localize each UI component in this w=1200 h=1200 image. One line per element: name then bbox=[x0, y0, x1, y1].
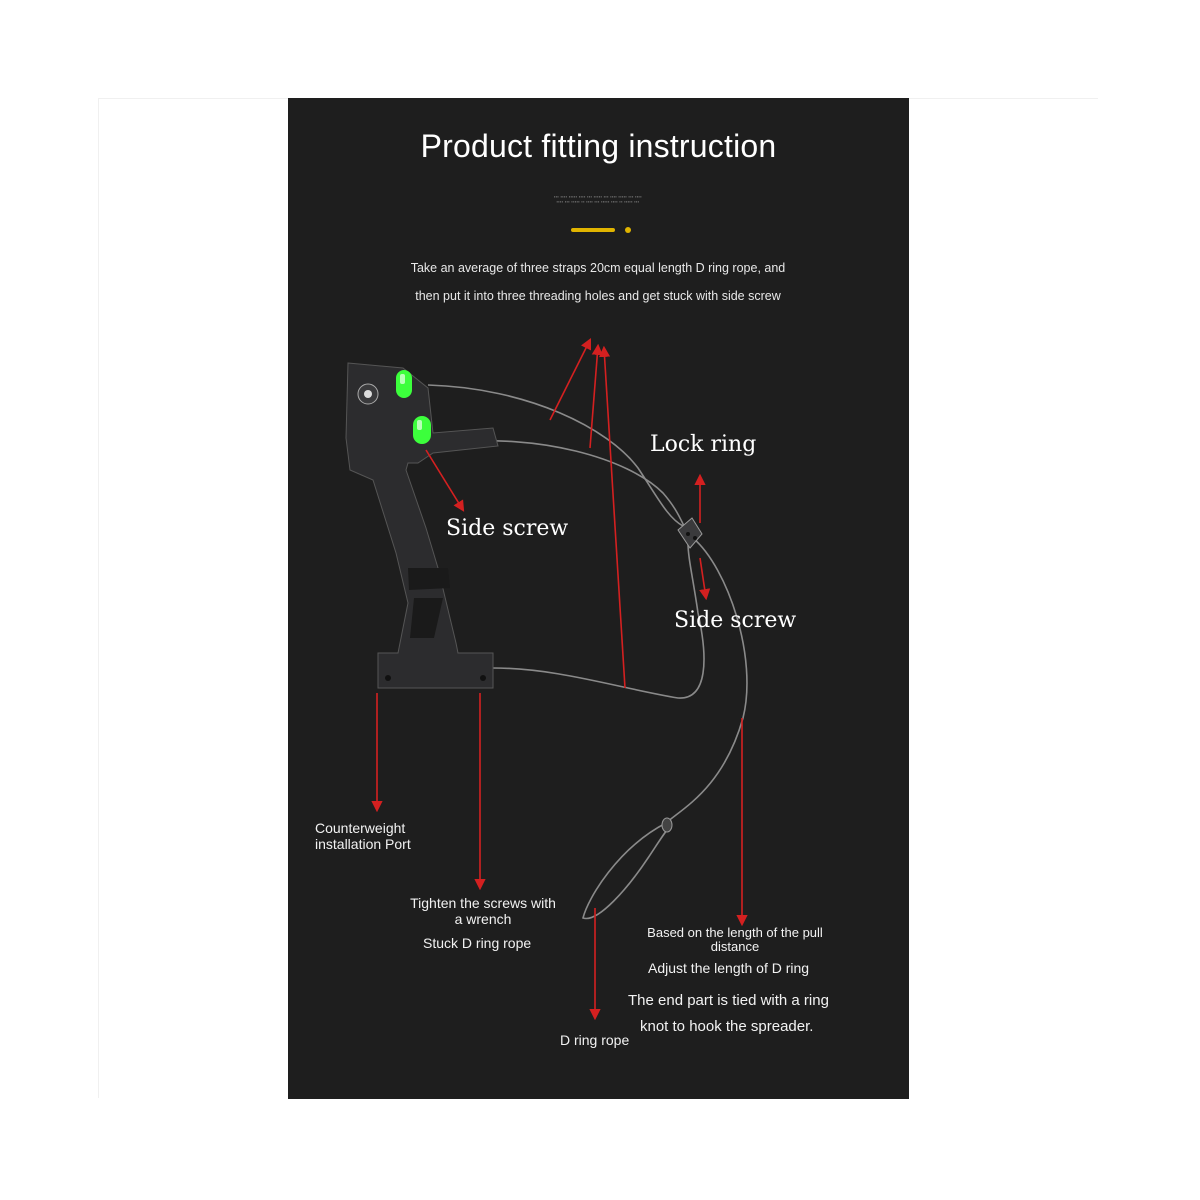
label-lock-ring: Lock ring bbox=[650, 432, 757, 457]
rope-end-loop bbox=[582, 822, 673, 920]
rope-bottom-strand bbox=[492, 542, 705, 699]
rope-middle-strand bbox=[447, 440, 686, 529]
label-adjust-length: Adjust the length of D ring bbox=[648, 960, 810, 976]
fine-print-decoration: ▪▪▪ ▪▪▪▪ ▪▪▪▪▪ ▪▪▪▪ ▪▪▪ ▪▪▪▪▪ ▪▪▪ ▪▪▪▪ ▪… bbox=[554, 194, 642, 204]
intro-text-line-1: Take an average of three straps 20cm equ… bbox=[410, 261, 786, 275]
intro-text-line-2: then put it into three threading holes a… bbox=[415, 289, 781, 303]
product-diagram bbox=[345, 337, 748, 1021]
lock-ring bbox=[677, 517, 703, 549]
label-end-part: The end part is tied with a ring knot to… bbox=[628, 992, 829, 1035]
instruction-panel: Product fitting instruction ▪▪▪ ▪▪▪▪ ▪▪▪… bbox=[288, 98, 909, 1099]
label-tighten-screws: Tighten the screws with a wrench bbox=[410, 895, 556, 927]
level-mount bbox=[345, 362, 499, 689]
label-based-on-length: Based on the length of the pull distance bbox=[647, 925, 823, 954]
rope-tail bbox=[665, 537, 748, 824]
d-ring-rope bbox=[427, 384, 748, 920]
page-guide-line-left bbox=[98, 98, 99, 1098]
label-stuck-d-ring-rope: Stuck D ring rope bbox=[423, 935, 532, 951]
label-side-screw-right: Side screw bbox=[674, 608, 797, 633]
arrow-side-screw-left bbox=[425, 449, 465, 512]
label-counterweight: Counterweight installation Port bbox=[315, 820, 411, 852]
level-bubble-top bbox=[396, 370, 412, 398]
accent-bar bbox=[571, 228, 615, 232]
arrow-threading-left bbox=[549, 337, 592, 421]
label-side-screw-left: Side screw bbox=[446, 516, 569, 541]
arrow-side-screw-right bbox=[699, 557, 711, 601]
page-title: Product fitting instruction bbox=[420, 128, 777, 164]
level-bubble-bottom bbox=[413, 416, 431, 444]
arrow-threading-right bbox=[598, 345, 626, 689]
annotation-arrows bbox=[371, 337, 748, 1021]
ring-knot bbox=[661, 817, 673, 833]
label-d-ring-rope: D ring rope bbox=[560, 1032, 630, 1048]
accent-dot bbox=[625, 227, 631, 233]
arrow-threading-middle bbox=[589, 343, 603, 449]
rope-top-strand bbox=[427, 384, 684, 527]
